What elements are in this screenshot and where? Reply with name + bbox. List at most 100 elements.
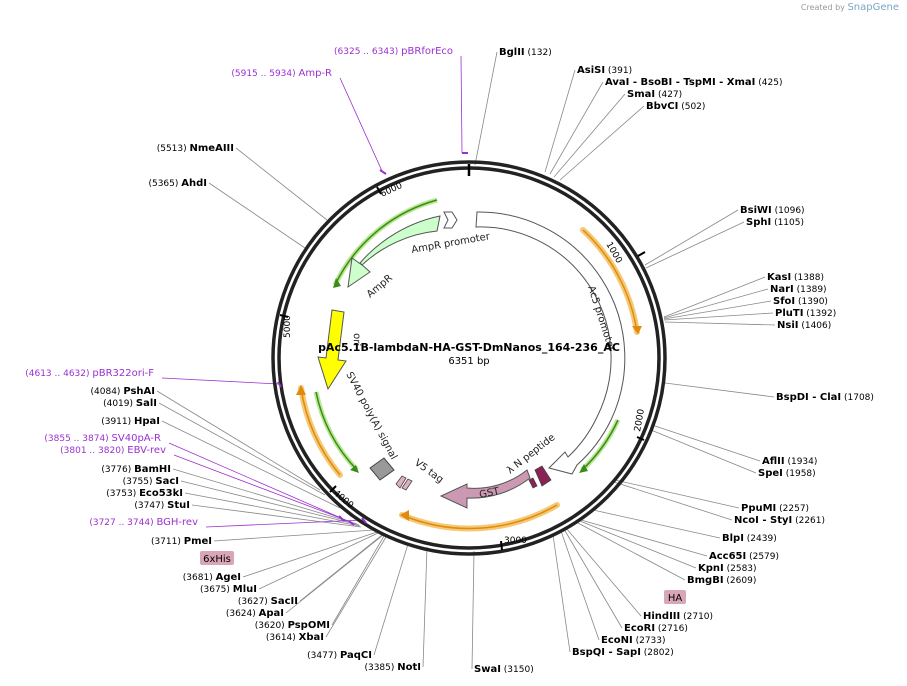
v5-tag-label: V5 tag (412, 458, 445, 486)
primer-label-sv40pa-r: (3855 .. 3874) SV40pA-R (44, 433, 161, 444)
enzyme-label-nari: NarI (1389) (770, 284, 827, 295)
ha-label: HA (668, 593, 683, 604)
enzyme-label-stui: (3747) StuI (134, 500, 190, 511)
green-line-top (334, 199, 438, 286)
enzyme-leader-agei (242, 531, 378, 578)
enzyme-leader-blpi (592, 509, 721, 539)
his-tag-box (401, 478, 413, 491)
primer-mark-ebv (348, 520, 355, 526)
enzyme-leader-acc65i (580, 519, 708, 557)
enzyme-label-saci: (3755) SacI (123, 476, 179, 487)
enzyme-label-agei: (3681) AgeI (183, 572, 241, 583)
enzyme-leader-pluti (663, 312, 774, 321)
gst-arrow (439, 469, 531, 509)
enzyme-label-xbai: (3614) XbaI (266, 632, 324, 643)
enzyme-label-ppumi: PpuMI (2257) (741, 503, 809, 514)
enzyme-leader-kpni (579, 520, 697, 569)
sv40-polya-label: SV40 poly(A) signal (343, 370, 399, 461)
enzyme-leader-spei (650, 429, 757, 474)
primer-leader-pbrforeco (460, 55, 463, 154)
tick-label-5000: 5000 (283, 315, 293, 338)
tick-5000 (279, 314, 289, 318)
enzyme-leader-avai (549, 81, 604, 175)
enzyme-label-hpai: (3911) HpaI (101, 416, 160, 427)
enzyme-leader-aflii (651, 424, 761, 462)
primer-label-bgh-rev: (3727 .. 3744) BGH-rev (89, 517, 198, 528)
enzyme-leader-bbvci (559, 105, 645, 181)
ampr-promoter-arrow (443, 211, 458, 229)
v5-tag-box (395, 475, 407, 489)
green-band-left (313, 391, 359, 472)
enzyme-label-hindiii: HindIII (2710) (643, 611, 713, 622)
enzyme-leader-pspomi (331, 535, 385, 626)
enzyme-label-acc65i: Acc65I (2579) (709, 551, 779, 562)
enzyme-label-sacii: (3627) SacII (238, 596, 298, 607)
enzyme-leader-apai (285, 534, 384, 614)
enzyme-label-smai: SmaI (427) (627, 89, 682, 100)
ha-box (664, 590, 686, 604)
enzyme-leader-pshai (156, 390, 321, 491)
enzyme-label-swai: SwaI (3150) (474, 664, 534, 675)
enzyme-leader-bamhi (172, 468, 358, 525)
enzyme-leader-sfoi (663, 300, 772, 320)
enzyme-leader-kasi (663, 276, 766, 318)
site-labels: BglII (132)AsiSI (391)AvaI - BsoBI - Tsp… (25, 46, 874, 675)
orange-line-bottom (401, 504, 558, 530)
enzyme-label-bsiwi: BsiWI (1096) (740, 205, 805, 216)
enzyme-leader-sali (158, 402, 326, 496)
tick-6000 (376, 186, 382, 195)
tick-2000 (636, 436, 645, 441)
enzyme-leader-mlui (258, 532, 379, 590)
enzyme-label-apai: (3624) ApaI (226, 608, 284, 619)
enzyme-label-bbvci: BbvCI (502) (646, 101, 705, 112)
primer-leader-pbr322ori-f (161, 377, 280, 385)
enzyme-label-sphi: SphI (1105) (746, 217, 804, 228)
his6-label: 6xHis (203, 554, 231, 565)
enzyme-label-sfoi: SfoI (1390) (773, 296, 828, 307)
ampr-arrow (347, 215, 441, 289)
enzyme-leader-bspdi (664, 382, 775, 398)
enzyme-leader-stui (191, 504, 362, 528)
primer-mark-sv40pa (338, 515, 345, 522)
enzyme-label-aflii: AflII (1934) (762, 456, 817, 467)
lambda-n-small-box (528, 477, 538, 489)
enzyme-label-asisi: AsiSI (391) (577, 65, 632, 76)
ori-label: ori (351, 333, 362, 346)
primer-mark-bgh (361, 517, 367, 524)
enzyme-label-paqci: (3477) PaqCI (307, 650, 372, 661)
snapgene-credit: Created by SnapGene (801, 2, 899, 13)
enzyme-leader-econi (560, 530, 600, 641)
tick-4000 (329, 485, 337, 493)
enzyme-label-pspomi: (3620) PspOMI (255, 620, 330, 631)
enzyme-label-bspdi: BspDI - ClaI (1708) (776, 392, 874, 403)
enzyme-label-econi: EcoNI (2733) (601, 635, 666, 646)
enzyme-label-spei: SpeI (1958) (758, 468, 816, 479)
enzyme-leader-paqci (373, 543, 409, 656)
enzyme-label-pshai: (4084) PshAI (91, 386, 155, 397)
plasmid-size: 6351 bp (448, 356, 489, 367)
enzyme-label-ahdi: (5365) AhdI (148, 178, 207, 189)
enzyme-label-bamhi: (3776) BamHI (101, 464, 171, 475)
enzyme-label-bspqi: BspQI - SapI (2802) (572, 647, 674, 658)
sv40-polya-box (369, 457, 395, 481)
credit-prefix: Created by (800, 3, 845, 12)
primer-leader-ebv-rev (173, 454, 352, 523)
lambda-n-box (534, 465, 552, 487)
enzyme-label-mlui: (3675) MluI (200, 584, 257, 595)
enzyme-label-kpni: KpnI (2583) (698, 563, 757, 574)
primer-mark-amp-r (379, 169, 387, 175)
tick-label-2000: 2000 (633, 408, 647, 433)
enzyme-leader-swai (471, 550, 475, 670)
enzyme-leader-sphi (645, 221, 745, 269)
enzyme-leader-ppumi (614, 479, 740, 509)
ori-arrow (317, 309, 347, 391)
green-arrowhead-top (333, 278, 341, 288)
orange-arrowhead-left (296, 385, 306, 395)
leader-lines (156, 51, 776, 670)
enzyme-label-bglii: BglII (132) (499, 47, 552, 58)
enzyme-label-eco53ki: (3753) Eco53kI (106, 488, 183, 499)
green-arrowhead-left (350, 465, 359, 473)
enzyme-leader-nmeaiii (235, 147, 328, 221)
enzyme-leader-bspqi (552, 534, 571, 653)
